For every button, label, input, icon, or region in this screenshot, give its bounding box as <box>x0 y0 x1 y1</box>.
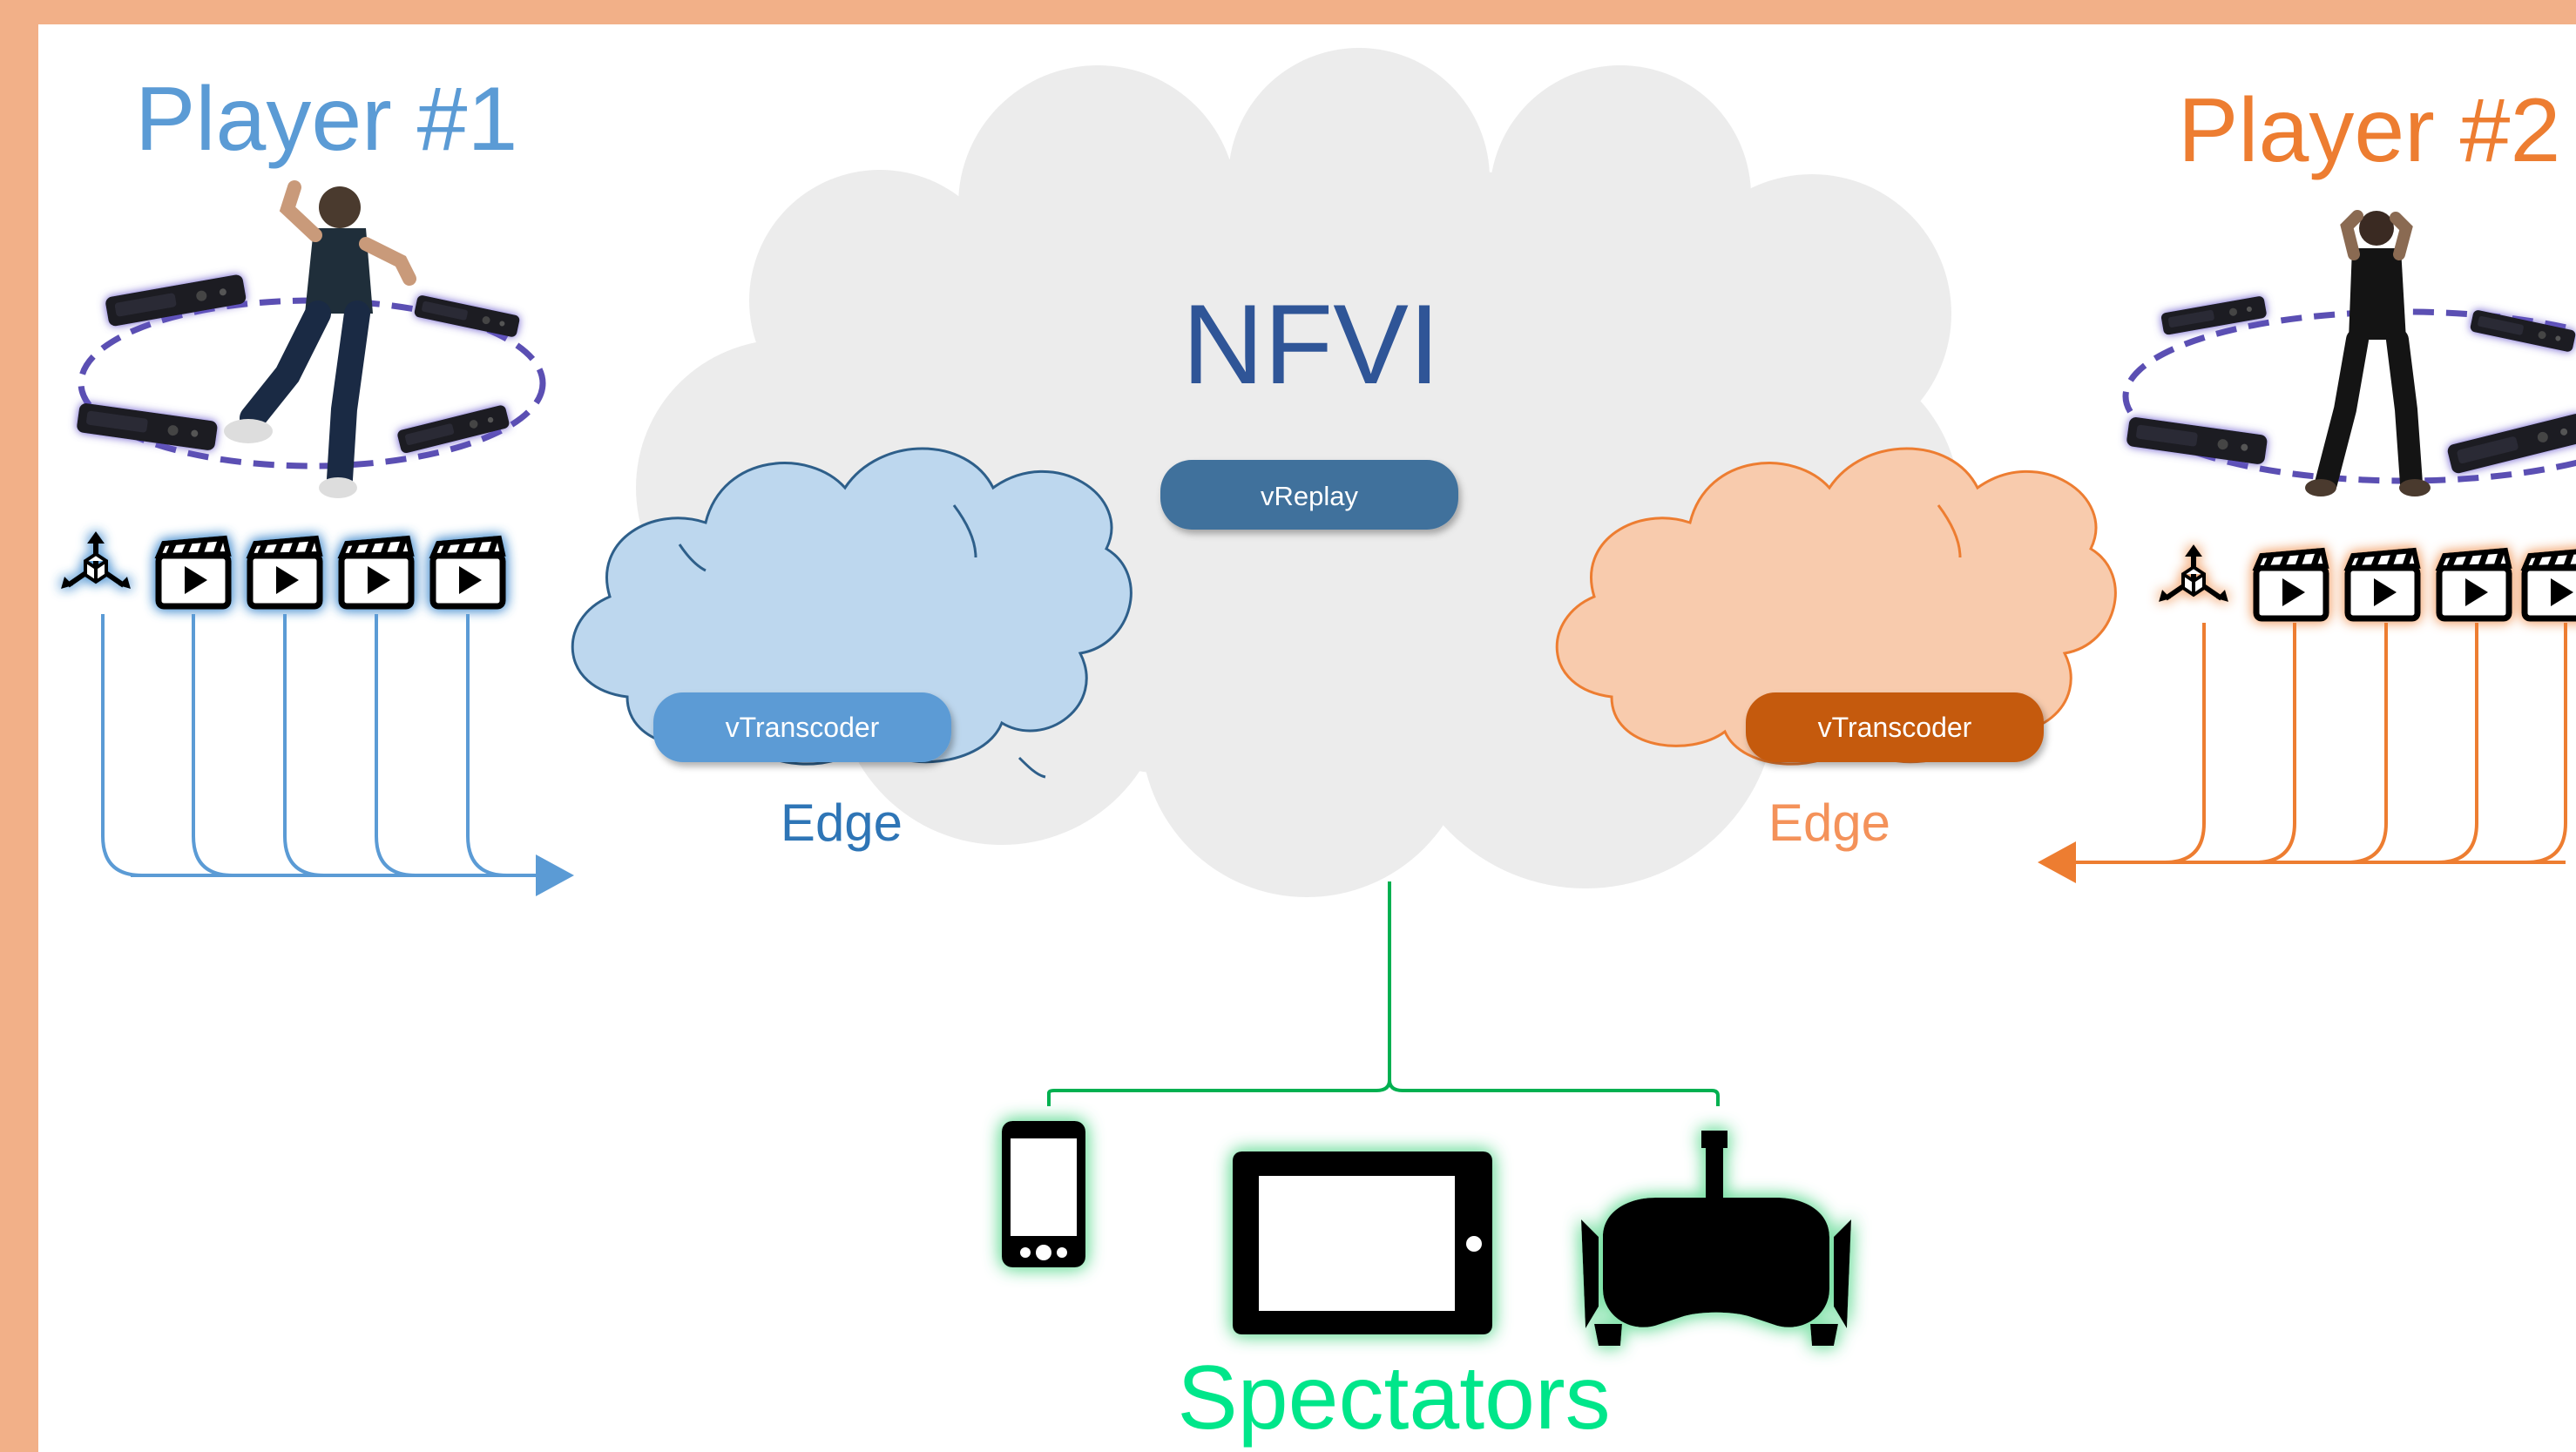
edge-cloud-right: vTranscoder Edge <box>1555 447 2117 852</box>
video-clip-icon <box>2348 550 2417 618</box>
player-1-capture-rig <box>76 180 546 498</box>
spectators-label: Spectators <box>1177 1347 1610 1449</box>
tablet-icon <box>1233 1151 1492 1334</box>
player-2-figure <box>2305 210 2431 496</box>
edge-left-label: Edge <box>781 794 903 852</box>
video-clip-icon <box>341 538 411 606</box>
player-2-title: Player #2 <box>2178 80 2560 181</box>
player-1-figure <box>224 180 416 498</box>
vtranscoder-right-label: vTranscoder <box>1818 712 1972 743</box>
video-clip-icon <box>433 538 503 606</box>
vreplay-service[interactable]: vReplay <box>1160 460 1458 530</box>
video-clip-icon <box>250 538 320 606</box>
vtranscoder-left[interactable]: vTranscoder <box>653 692 951 762</box>
spectator-connectors <box>1047 881 1720 1106</box>
player-2-connectors <box>2038 623 2567 883</box>
vtranscoder-right[interactable]: vTranscoder <box>1746 692 2044 762</box>
player-1-title: Player #1 <box>135 69 517 170</box>
vr-headset-icon <box>1581 1131 1851 1346</box>
vtranscoder-left-label: vTranscoder <box>726 712 880 743</box>
edge-cloud-left: vTranscoder Edge <box>571 447 1132 852</box>
video-clip-icon <box>2439 550 2509 618</box>
video-clip-icon <box>2525 550 2576 618</box>
smartphone-icon <box>1002 1121 1085 1267</box>
vreplay-label: vReplay <box>1261 481 1358 511</box>
video-clip-icon <box>159 538 228 606</box>
player-2-capture-rig <box>2122 210 2576 496</box>
player-1-connectors <box>101 614 574 896</box>
edge-right-label: Edge <box>1768 794 1890 852</box>
nfvi-label: NFVI <box>1182 280 1440 408</box>
spectator-devices <box>1002 1121 1851 1346</box>
video-clip-icon <box>2256 550 2326 618</box>
